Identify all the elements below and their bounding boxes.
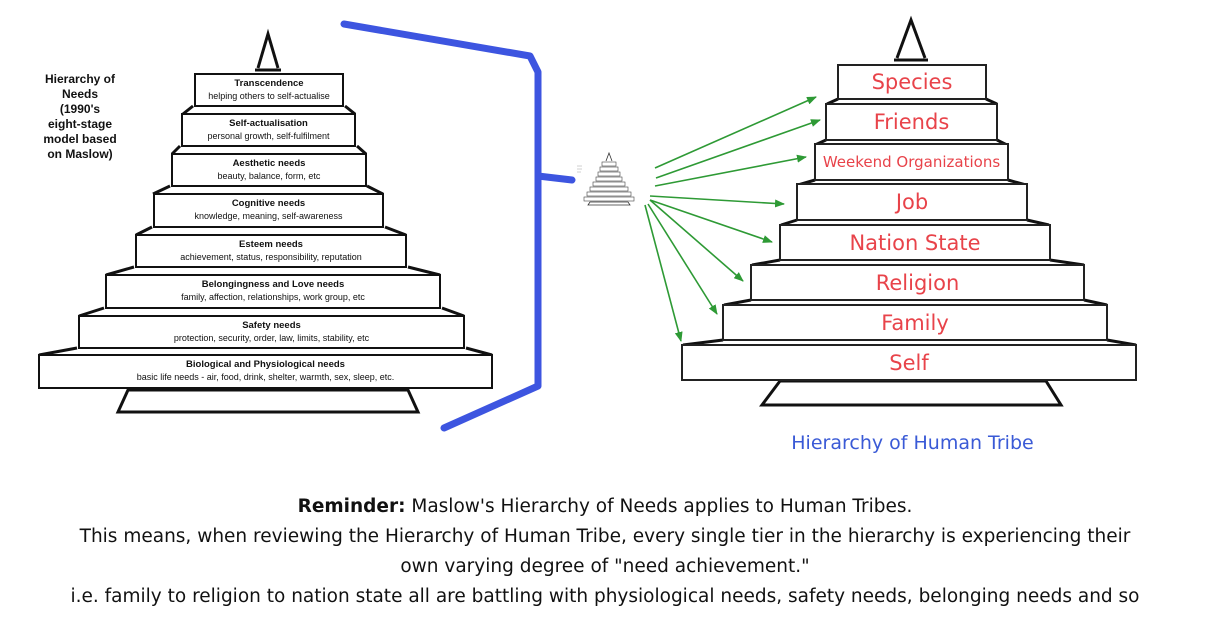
arrow-to-species	[654, 96, 817, 169]
green-arrows	[644, 96, 821, 342]
tribe-tier-job: Job	[796, 183, 1028, 221]
maslow-tier-transcendence: Transcendence helping others to self-act…	[194, 73, 344, 107]
reminder-line-4: i.e. family to religion to nation state …	[70, 586, 1140, 607]
reminder-line-2: This means, when reviewing the Hierarchy…	[79, 526, 1131, 547]
arrow-to-self	[644, 204, 683, 342]
reminder-line-1: Reminder: Maslow's Hierarchy of Needs ap…	[297, 496, 913, 517]
tribe-tier-religion: Religion	[750, 264, 1085, 301]
tribe-tier-nation-state: Nation State	[779, 224, 1051, 261]
reminder-label: Reminder:	[297, 496, 406, 517]
tribe-tier-weekend-organizations: Weekend Organizations	[814, 143, 1009, 181]
maslow-tier-cognitive: Cognitive needs knowledge, meaning, self…	[153, 193, 384, 228]
tribe-pyramid-outline	[682, 15, 1137, 407]
tribe-tier-self: Self	[681, 344, 1137, 381]
maslow-tier-belongingness: Belongingness and Love needs family, aff…	[105, 274, 441, 309]
arrow-to-religion	[649, 199, 744, 282]
tribe-tier-family: Family	[722, 304, 1108, 341]
maslow-tier-aesthetic: Aesthetic needs beauty, balance, form, e…	[171, 153, 367, 187]
maslow-title: Hierarchy of Needs (1990's eight-stage m…	[43, 72, 117, 161]
arrow-to-job	[649, 195, 785, 208]
blue-bracket	[340, 20, 576, 432]
maslow-tier-self-actualisation: Self-actualisation personal growth, self…	[181, 113, 356, 147]
arrow-to-weekend	[654, 154, 807, 187]
tribe-caption: Hierarchy of Human Tribe	[791, 432, 1034, 454]
reminder-line-3: own varying degree of "need achievement.…	[400, 556, 810, 577]
tribe-tier-friends: Friends	[825, 103, 998, 141]
reminder-text: Reminder: Maslow's Hierarchy of Needs ap…	[30, 492, 1180, 612]
maslow-tier-esteem: Esteem needs achievement, status, respon…	[135, 234, 407, 268]
maslow-tier-safety: Safety needs protection, security, order…	[78, 315, 465, 349]
arrow-to-nation-state	[649, 199, 773, 243]
arrow-to-friends	[655, 119, 821, 179]
arrow-to-family	[647, 203, 718, 315]
tribe-tier-species: Species	[837, 64, 987, 100]
maslow-tier-biological: Biological and Physiological needs basic…	[38, 354, 493, 389]
maslow-pyramid-outline	[38, 28, 493, 414]
maslow-thumbnail	[577, 152, 635, 206]
